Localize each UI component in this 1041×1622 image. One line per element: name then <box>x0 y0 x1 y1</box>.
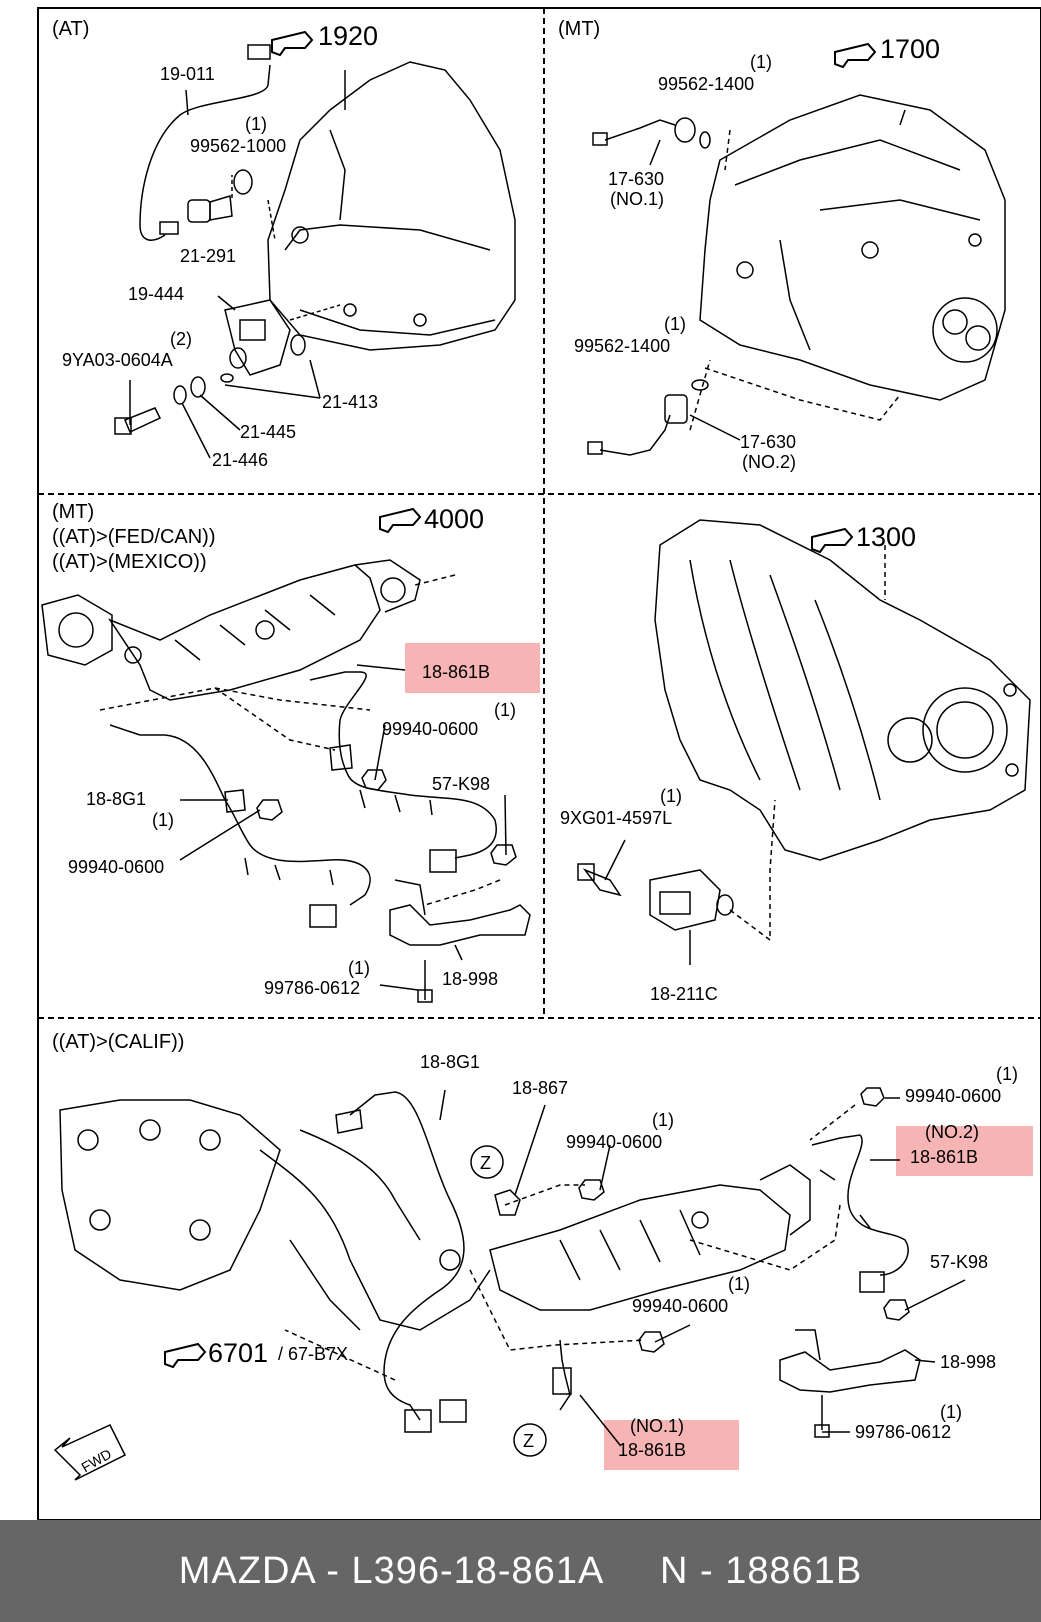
hand-pointer-icon <box>379 507 422 534</box>
label-qty-a: (1) <box>750 52 772 72</box>
section-exhaust-calif <box>53 1087 966 1481</box>
label-99562-1000: 99562-1000 <box>190 136 286 156</box>
section-title-at: (AT) <box>52 18 89 40</box>
label-qty-n2: (1) <box>152 810 174 830</box>
label-19-011: 19-011 <box>160 64 215 84</box>
ref-1700: 1700 <box>880 34 940 64</box>
label-qty-bolt: (1) <box>348 958 370 978</box>
label-57-k98-calif: 57-K98 <box>930 1252 988 1272</box>
hand-pointer-icon <box>834 42 877 69</box>
label-18-861b-no1: 18-861B <box>618 1440 686 1460</box>
footer-banner: MAZDA - L396-18-861A N - 18861B <box>0 1520 1041 1622</box>
label-99940-0600-c1: 99940-0600 <box>566 1132 662 1152</box>
ref-67-b7x: / 67-B7X <box>278 1344 348 1364</box>
label-21-291: 21-291 <box>180 246 236 266</box>
label-21-413: 21-413 <box>322 392 378 412</box>
label-qty-9xg: (1) <box>660 786 682 806</box>
label-99786-0612: 99786-0612 <box>264 978 360 998</box>
label-no1-a: (NO.1) <box>610 189 664 209</box>
section-title-fed-can: ((AT)>(FED/CAN)) <box>52 526 216 548</box>
label-17-630-a: 17-630 <box>608 169 664 189</box>
label-qty-c1: (1) <box>652 1110 674 1130</box>
section-title-mt-2: (MT) <box>52 501 94 523</box>
label-qty-b: (1) <box>664 314 686 334</box>
ref-1300: 1300 <box>856 522 916 552</box>
label-qty-2: (2) <box>170 329 192 349</box>
label-99562-1400-b: 99562-1400 <box>574 336 670 356</box>
ref-6701: 6701 <box>208 1338 268 1368</box>
label-99562-1400-a: 99562-1400 <box>658 74 754 94</box>
label-99940-0600-b: 99940-0600 <box>68 857 164 877</box>
section-exhaust-mt <box>41 559 531 1003</box>
zone-marker-z2: Z <box>523 1431 534 1451</box>
label-18-867: 18-867 <box>512 1078 568 1098</box>
label-18-861b-no2: 18-861B <box>910 1147 978 1167</box>
highlight-sensor-mid <box>405 643 540 693</box>
label-17-630-b: 17-630 <box>740 432 796 452</box>
label-18-861b-mid: 18-861B <box>422 662 490 682</box>
label-qty-1: (1) <box>245 114 267 134</box>
label-18-8g1-calif: 18-8G1 <box>420 1052 480 1072</box>
footer-part-numbers: MAZDA - L396-18-861A N - 18861B <box>178 1549 863 1592</box>
parts-diagram: (AT) 1920 19-011 (1) 99562-1000 21-291 1… <box>37 7 1041 1521</box>
label-qty-c3: (1) <box>996 1064 1018 1084</box>
label-no2-b: (NO.2) <box>742 452 796 472</box>
hand-pointer-icon <box>811 527 854 554</box>
label-qty-c4: (1) <box>940 1402 962 1422</box>
section-title-mt: (MT) <box>558 18 600 40</box>
label-99940-0600-c2: 99940-0600 <box>632 1296 728 1316</box>
label-99940-0600-a: 99940-0600 <box>382 719 478 739</box>
ref-4000: 4000 <box>424 504 484 534</box>
label-no1-calif: (NO.1) <box>630 1416 684 1436</box>
ref-1920: 1920 <box>318 21 378 51</box>
label-57-k98: 57-K98 <box>432 774 490 794</box>
hand-pointer-icon <box>164 1342 207 1369</box>
label-qty-n1: (1) <box>494 700 516 720</box>
hand-pointer-icon <box>271 30 314 57</box>
zone-marker-z1: Z <box>480 1153 491 1173</box>
section-mt-transmission <box>587 94 1006 456</box>
highlight-sensor-no2 <box>896 1126 1033 1176</box>
label-9xg01-4597l: 9XG01-4597L <box>560 808 672 828</box>
section-at-transmission <box>114 44 516 459</box>
label-18-8g1: 18-8G1 <box>86 789 146 809</box>
section-title-mexico: ((AT)>(MEXICO)) <box>52 551 207 573</box>
label-99786-0612-calif: 99786-0612 <box>855 1422 951 1442</box>
label-99940-0600-c3: 99940-0600 <box>905 1086 1001 1106</box>
label-18-998: 18-998 <box>442 969 498 989</box>
label-9ya03-0604a: 9YA03-0604A <box>62 350 173 370</box>
label-18-998-calif: 18-998 <box>940 1352 996 1372</box>
label-no2-calif: (NO.2) <box>925 1122 979 1142</box>
fwd-arrow-icon: FWD <box>79 1445 115 1475</box>
label-19-444: 19-444 <box>128 284 184 304</box>
section-title-calif: ((AT)>(CALIF)) <box>52 1031 184 1053</box>
section-intake-manifold <box>577 519 1031 965</box>
label-21-446: 21-446 <box>212 450 268 470</box>
highlight-sensor-no1 <box>604 1420 739 1470</box>
label-qty-c2: (1) <box>728 1274 750 1294</box>
label-21-445: 21-445 <box>240 422 296 442</box>
label-18-211c: 18-211C <box>650 984 718 1004</box>
